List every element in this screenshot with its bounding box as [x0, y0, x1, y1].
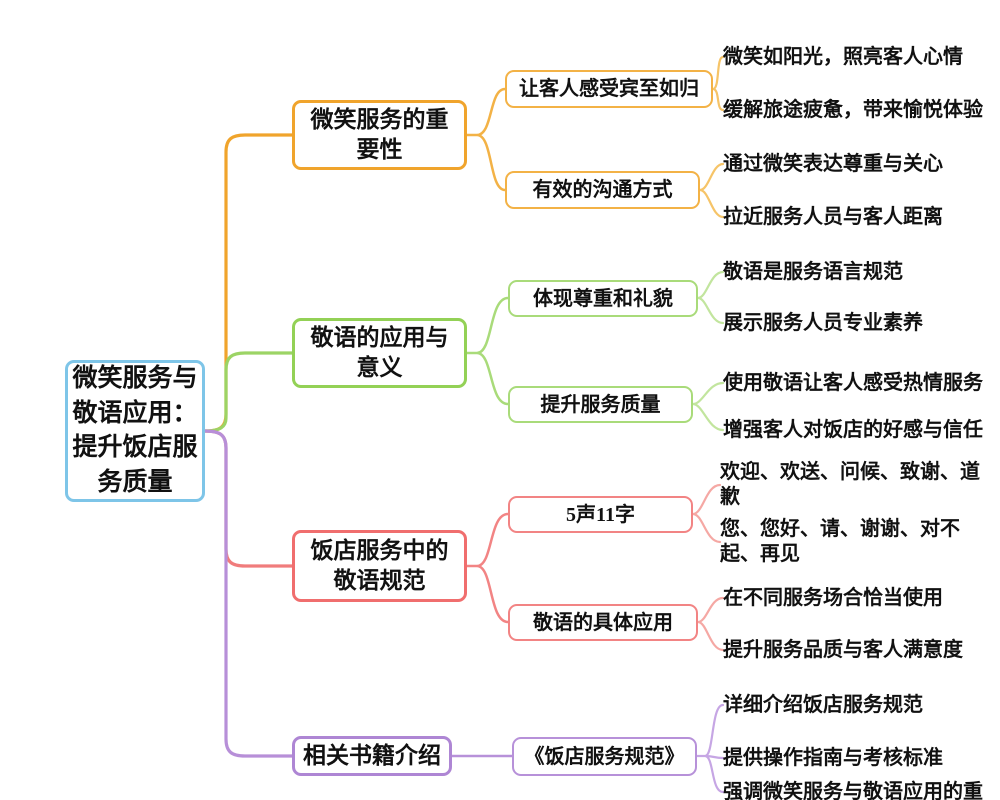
leaf-text[interactable]: 展示服务人员专业素养: [723, 312, 923, 334]
leaf-text[interactable]: 缓解旅途疲惫，带来愉悦体验: [723, 99, 983, 121]
child-node-effective-communication[interactable]: 有效的沟通方式: [505, 171, 700, 209]
child-node-respect-politeness[interactable]: 体现尊重和礼貌: [508, 280, 698, 317]
child-node-hotel-service-standard-book[interactable]: 《饭店服务规范》: [512, 737, 697, 776]
leaf-text[interactable]: 在不同服务场合恰当使用: [723, 587, 943, 609]
branch-node-related-books[interactable]: 相关书籍介绍: [292, 736, 452, 776]
leaf-text[interactable]: 增强客人对饭店的好感与信任: [723, 419, 983, 441]
root-branch-connectors: [203, 133, 294, 758]
leaf-text[interactable]: 提升服务品质与客人满意度: [723, 639, 963, 661]
leaf-text-truncated[interactable]: 强调微笑服务与敬语应用的重: [723, 781, 983, 800]
child-node-improve-service-quality[interactable]: 提升服务质量: [508, 386, 693, 423]
leaf-text[interactable]: 通过微笑表达尊重与关心: [723, 153, 943, 175]
branch-node-honorific-meaning[interactable]: 敬语的应用与意义: [292, 318, 467, 388]
leaf-text[interactable]: 您、您好、请、谢谢、对不起、再见: [720, 518, 960, 565]
leaf-text[interactable]: 拉近服务人员与客人距离: [723, 206, 943, 228]
leaf-text[interactable]: 敬语是服务语言规范: [723, 261, 903, 283]
leaf-text[interactable]: 微笑如阳光，照亮客人心情: [723, 46, 963, 68]
child-leaf-connectors: [691, 55, 725, 652]
root-node[interactable]: 微笑服务与敬语应用：提升饭店服务质量: [65, 360, 205, 502]
child-node-guest-at-home[interactable]: 让客人感受宾至如归: [505, 70, 713, 108]
branch-node-honorific-norms[interactable]: 饭店服务中的敬语规范: [292, 530, 467, 602]
branch-node-smile-service[interactable]: 微笑服务的重要性: [292, 100, 467, 170]
child-node-honorific-application[interactable]: 敬语的具体应用: [508, 604, 698, 641]
child-node-5-sounds-11-words[interactable]: 5声11字: [508, 496, 693, 533]
leaf-text[interactable]: 提供操作指南与考核标准: [723, 747, 943, 769]
leaf-text[interactable]: 使用敬语让客人感受热情服务: [723, 372, 983, 394]
leaf-text[interactable]: 详细介绍饭店服务规范: [723, 694, 923, 716]
leaf-text[interactable]: 欢迎、欢送、问候、致谢、道歉: [720, 461, 980, 508]
